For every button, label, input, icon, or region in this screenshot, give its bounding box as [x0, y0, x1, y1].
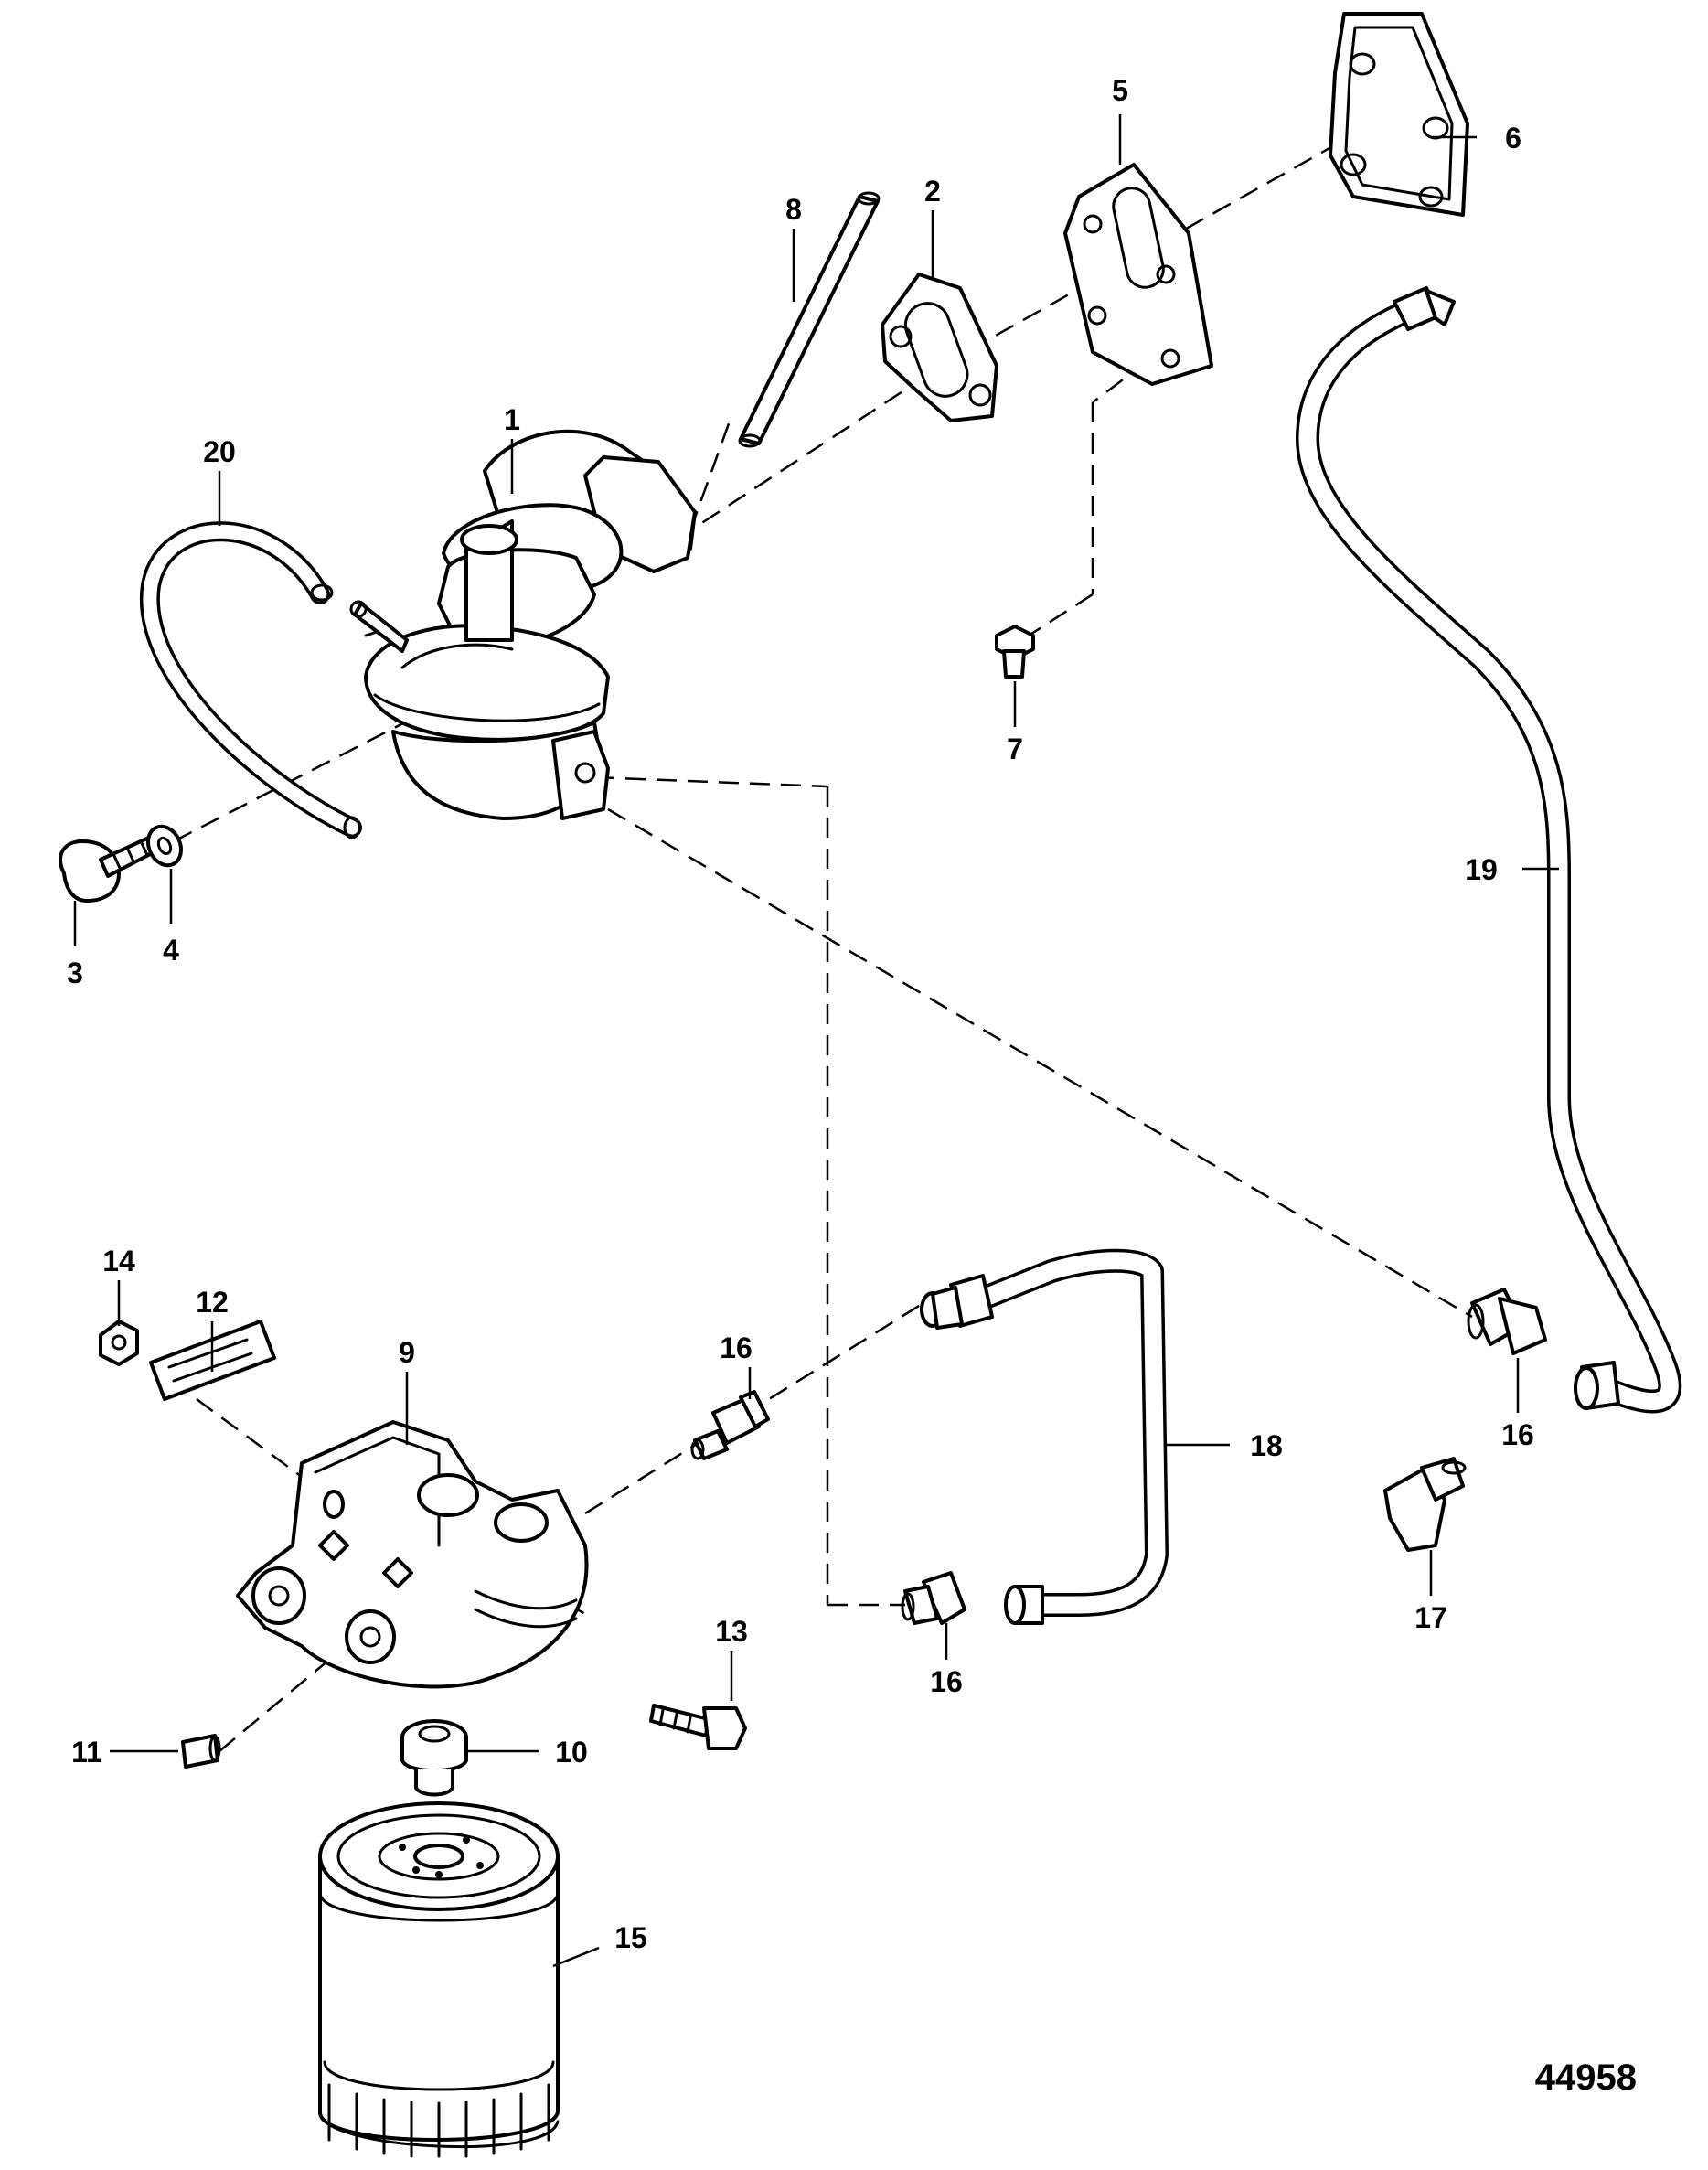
callout-20: 20: [203, 435, 236, 468]
callout-2: 2: [924, 175, 941, 208]
callout-1: 1: [504, 403, 520, 436]
callout-10: 10: [555, 1736, 588, 1769]
part-15-filter-element: [318, 1801, 560, 2158]
part-9-filter-head: [236, 1420, 589, 1689]
part-18-tube: [920, 1248, 1169, 1625]
callout-16-right: 16: [1501, 1418, 1534, 1451]
callout-9: 9: [399, 1336, 415, 1369]
part-6-gasket: [1329, 12, 1469, 217]
callout-17: 17: [1414, 1601, 1447, 1634]
part-5-plate: [1063, 163, 1213, 386]
callout-labels: 1 2 3 4 5 6 7 8 9 10 11 12 13 14 15 16 1…: [67, 74, 1534, 1954]
callout-16-lower: 16: [930, 1665, 963, 1698]
callout-12: 12: [196, 1286, 229, 1319]
part-4-washer: [146, 824, 183, 868]
part-2-gasket: [881, 273, 998, 422]
part-16-fitting-lower: [901, 1571, 966, 1625]
part-20-hose: [139, 521, 362, 839]
callout-6: 6: [1505, 122, 1521, 155]
callout-8: 8: [785, 193, 802, 226]
part-7-bolt: [995, 625, 1035, 679]
part-19-tube: [1296, 286, 1682, 1414]
part-1-fuel-pump: [349, 429, 697, 820]
callout-5: 5: [1112, 74, 1128, 107]
part-8-rod: [738, 191, 881, 448]
callout-3: 3: [67, 957, 83, 989]
part-16-fitting-upper-left: [690, 1390, 770, 1460]
callout-19: 19: [1465, 853, 1498, 886]
part-3-bolt: [59, 835, 159, 903]
figure-number: 44958: [1535, 2058, 1637, 2098]
part-10-adapter: [400, 1719, 468, 1797]
leader-lines: [73, 114, 1559, 1968]
callout-4: 4: [163, 934, 179, 967]
callout-15: 15: [614, 1921, 647, 1954]
callout-7: 7: [1007, 732, 1023, 765]
callout-11: 11: [71, 1736, 102, 1769]
part-16-fitting-right: [1467, 1288, 1547, 1355]
part-13-bolt: [649, 1704, 747, 1750]
callout-14: 14: [102, 1245, 135, 1277]
callout-13: 13: [715, 1615, 748, 1648]
callout-16-upper: 16: [720, 1331, 753, 1364]
callout-18: 18: [1250, 1429, 1283, 1462]
part-14-nut: [99, 1320, 139, 1366]
part-17-elbow: [1383, 1457, 1467, 1552]
part-11-set-screw: [181, 1734, 221, 1769]
